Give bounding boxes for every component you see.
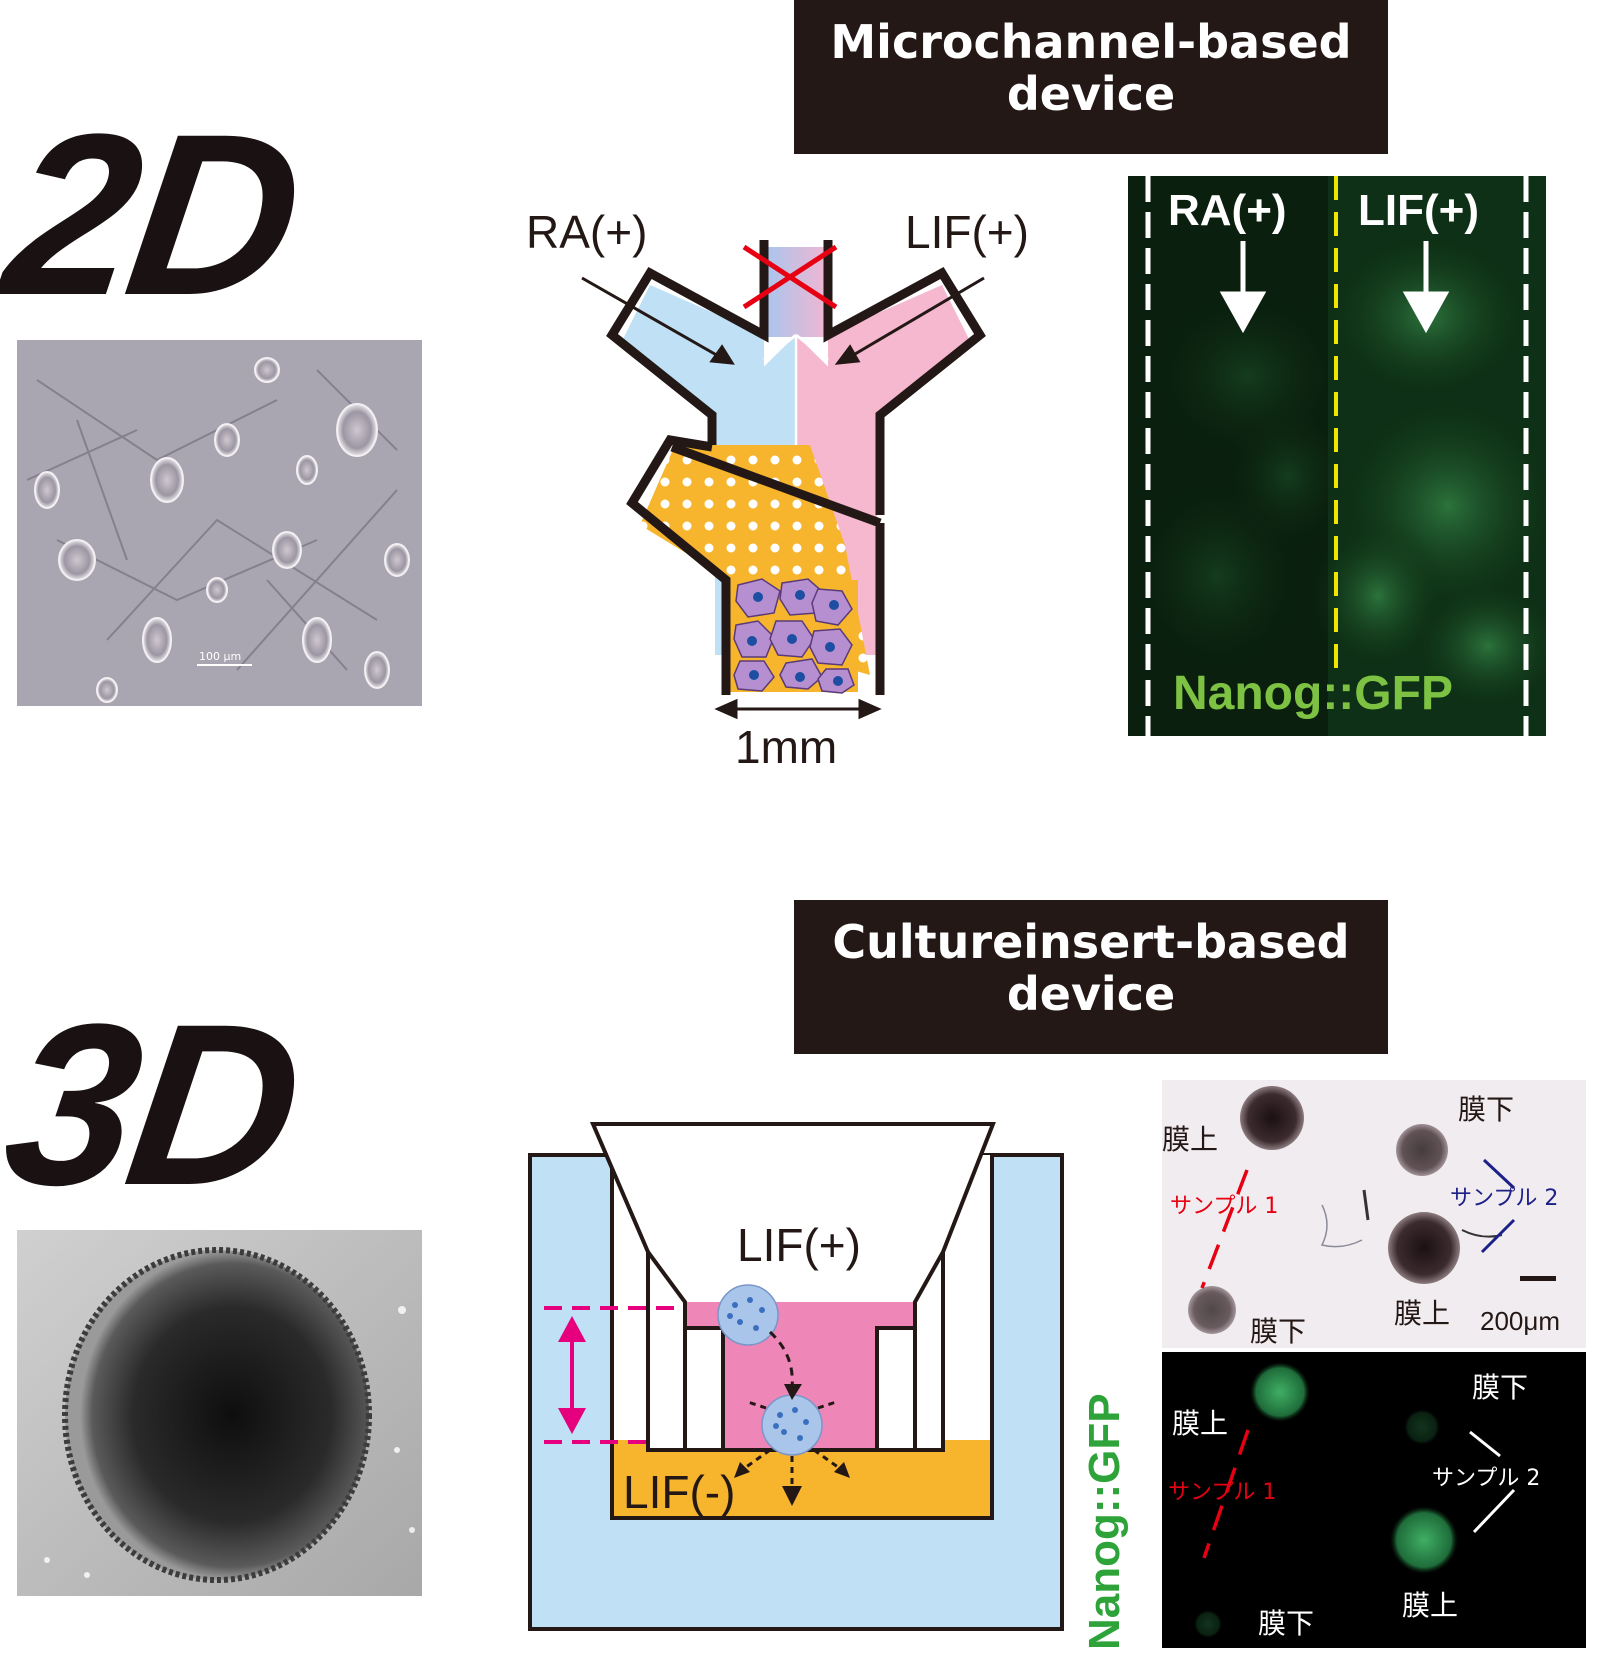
2d-gfp-fluorescence-panel: RA(+) LIF(+) Nanog::GFP — [1128, 176, 1546, 736]
gfp-label-membrane-top-1: 膜上 — [1172, 1407, 1229, 1440]
3d-spheroid-photo — [17, 1230, 422, 1596]
microchannel-diagram: RA(+) LIF(+) 1mm — [500, 185, 1080, 785]
bf-label-sample-2: サンプル 2 — [1450, 1186, 1559, 1211]
microchannel-device-banner: Microchannel-based device — [794, 0, 1388, 154]
gfp-lif-plus-label: LIF(+) — [1358, 186, 1479, 235]
dimension-label-3d: 3D — [0, 976, 311, 1233]
lif-plus-label: LIF(+) — [905, 206, 1029, 258]
gfp-label-sample-2: サンプル 2 — [1432, 1466, 1541, 1491]
bf-label-membrane-bottom-1: 膜下 — [1250, 1315, 1307, 1348]
3d-brightfield-panel: 膜上 サンプル 1 膜下 膜下 サンプル 2 膜上 200μm — [1162, 1080, 1586, 1348]
banner-line-1: Microchannel-based — [830, 15, 1352, 69]
gfp-label-sample-1: サンプル 1 — [1168, 1480, 1277, 1505]
nanog-gfp-vertical-caption: Nanog::GFP — [1080, 1354, 1130, 1650]
gfp-label-membrane-top-2: 膜上 — [1402, 1589, 1459, 1622]
gfp-label-membrane-bottom-1: 膜下 — [1258, 1607, 1315, 1640]
2d-cell-culture-photo: 100 μm — [17, 340, 422, 706]
scale-1mm-label: 1mm — [735, 721, 838, 773]
banner-line-2: device — [1006, 67, 1176, 121]
photo-scale-label: 100 μm — [199, 650, 242, 663]
lif-plus-upper-label: LIF(+) — [737, 1219, 861, 1271]
3d-gfp-fluorescence-panel: 膜上 サンプル 1 膜下 膜下 サンプル 2 膜上 — [1162, 1352, 1586, 1648]
nanog-gfp-vertical-text: Nanog::GFP — [1080, 1393, 1129, 1650]
ra-plus-label: RA(+) — [526, 206, 648, 258]
gfp-label-membrane-bottom-2: 膜下 — [1472, 1371, 1529, 1404]
banner-line-1: Cultureinsert-based — [832, 915, 1350, 969]
bf-label-membrane-top-1: 膜上 — [1162, 1123, 1219, 1156]
gfp-ra-plus-label: RA(+) — [1168, 186, 1287, 235]
dimension-label-2d: 2D — [0, 86, 311, 343]
lif-minus-lower-label: LIF(-) — [623, 1466, 736, 1518]
bf-scale-label: 200μm — [1480, 1306, 1561, 1336]
bf-label-membrane-bottom-2: 膜下 — [1458, 1093, 1515, 1126]
cultureinsert-device-banner: Cultureinsert-based device — [794, 900, 1388, 1054]
banner-line-2: device — [1006, 967, 1176, 1021]
bf-label-membrane-top-2: 膜上 — [1394, 1297, 1451, 1330]
culture-insert-diagram: LIF(+) LIF(-) — [520, 1110, 1080, 1650]
nanog-gfp-caption: Nanog::GFP — [1173, 667, 1453, 720]
bf-label-sample-1: サンプル 1 — [1170, 1194, 1279, 1219]
